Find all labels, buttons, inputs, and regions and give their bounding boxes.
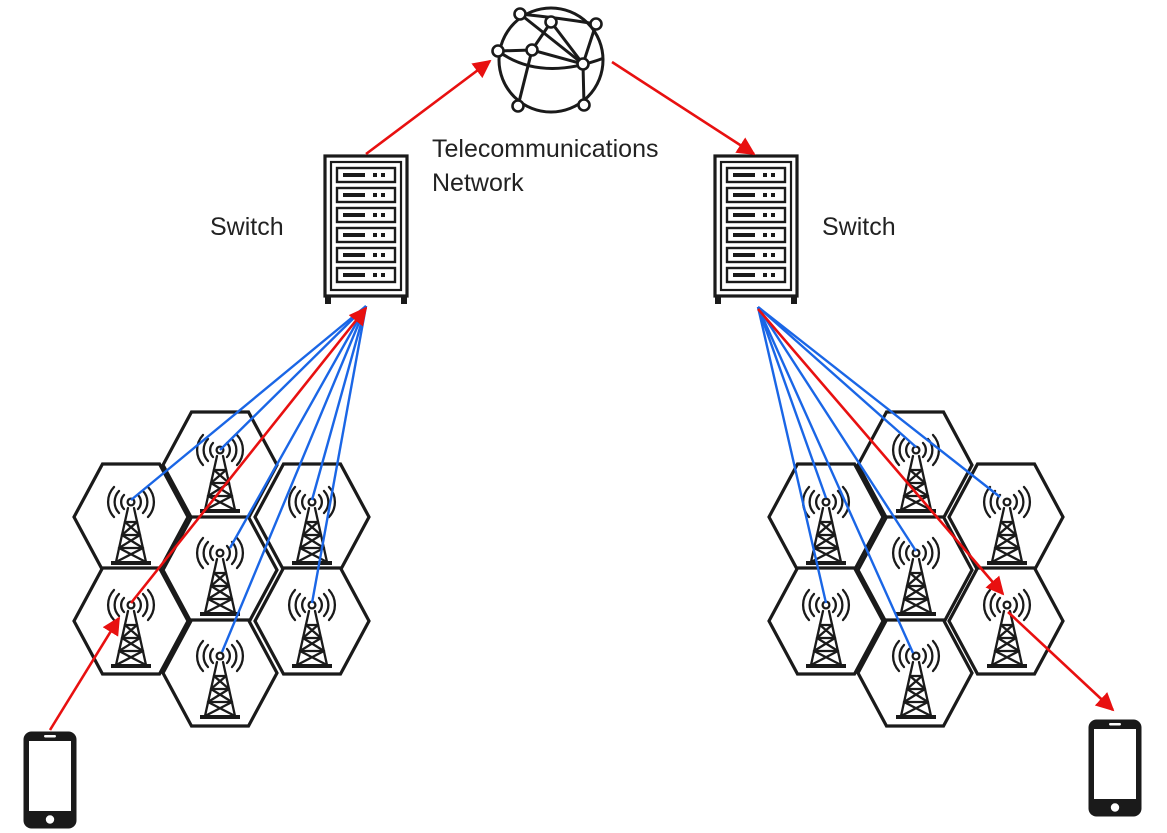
signal-arrow-phone-to-tower [48,616,121,731]
backhaul-link [756,306,828,604]
backhaul-link [219,305,367,451]
signal-arrow-tower-to-phone [1007,611,1115,712]
backhaul-link [310,305,368,604]
backhaul-link [757,306,917,448]
destination-phone-icon [1088,719,1142,817]
source-phone-icon [23,731,77,829]
network-label-line2: Network [432,169,524,197]
backhaul-link [310,305,368,501]
globe-network-icon [491,6,605,114]
network-label-line1: Telecommunications [432,135,659,163]
backhaul-link [756,306,828,499]
signal-arrow-tower-to-switch [129,306,368,604]
left-cell-cluster [72,410,371,728]
right-switch-rack-icon [713,154,799,306]
left-switch-rack-icon [323,154,409,306]
backhaul-link [757,306,1001,498]
signal-path [48,59,1115,731]
right-backhaul-links [756,306,1001,654]
backhaul-link [130,305,367,501]
right-switch-label: Switch [822,213,896,241]
left-switch-label: Switch [210,213,284,241]
signal-arrow-switch-to-network [365,59,492,156]
left-backhaul-links [130,305,368,653]
backhaul-link [220,305,368,653]
backhaul-link [756,306,918,552]
backhaul-link [756,306,915,654]
signal-arrow-network-to-switch [611,60,756,156]
signal-arrow-switch-to-tower [757,308,1005,596]
backhaul-link [228,305,368,549]
